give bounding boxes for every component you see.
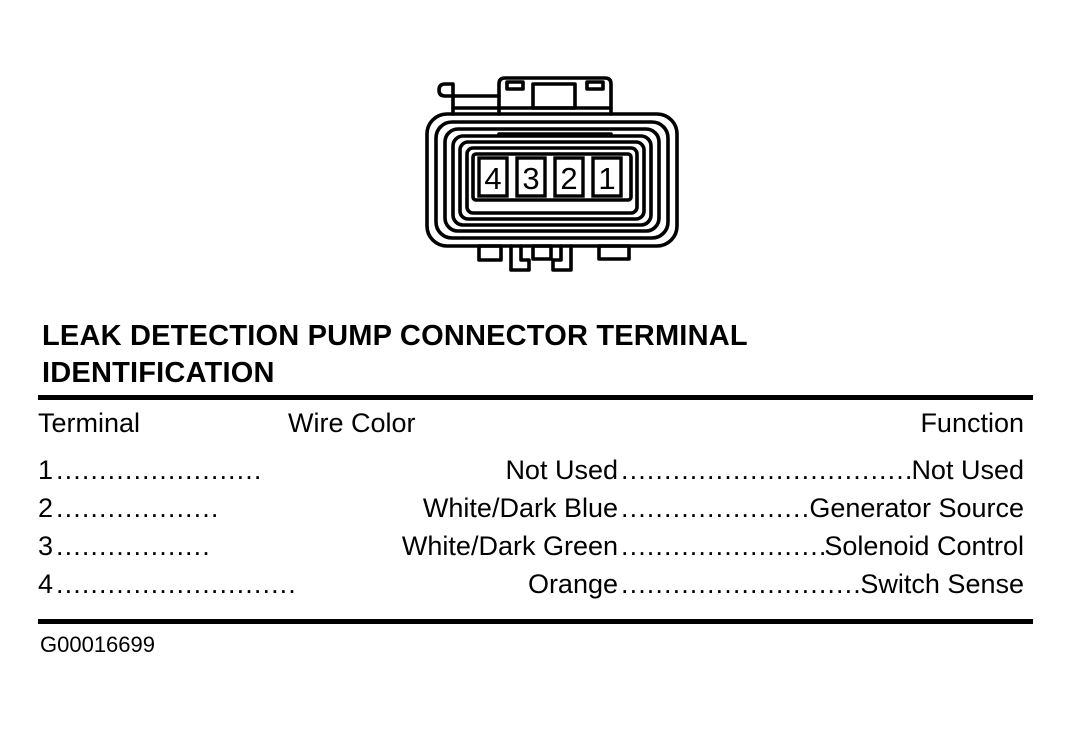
- connector-bottom-tab-3: [531, 244, 553, 261]
- cell-terminal-number: 4: [38, 569, 54, 599]
- connector-cavity-frame: [465, 146, 639, 215]
- page-title: LEAK DETECTION PUMP CONNECTOR TERMINAL I…: [42, 318, 1032, 392]
- page-title-line-1: LEAK DETECTION PUMP CONNECTOR TERMINAL: [42, 320, 748, 352]
- dot-leader: ........................................…: [621, 455, 911, 485]
- terminal-cavity-label-3: 3: [522, 161, 539, 196]
- connector-drawing: 4 3 2 1: [425, 76, 679, 272]
- terminal-cavity-label-4: 4: [484, 161, 501, 196]
- table-header: Terminal Wire Color Function: [38, 408, 1024, 455]
- terminal-cavity-group: 4 3 2 1: [477, 156, 623, 198]
- connector-illustration: 4 3 2 1: [415, 72, 695, 272]
- row-function-cell: ................................... Swit…: [618, 569, 1024, 607]
- row-terminal-wire-cell: 2 ................... White/Dark Blue: [38, 493, 618, 531]
- connector-shell-rib-1: [434, 120, 670, 240]
- cell-wire-color: Not Used: [505, 455, 618, 485]
- cell-terminal-number: 1: [38, 455, 54, 485]
- row-function-cell: ......................... Generator Sour…: [618, 493, 1024, 531]
- cell-function: Solenoid Control: [824, 531, 1024, 561]
- connector-latch-notch-right: [585, 80, 605, 91]
- terminal-cavity-label-1: 1: [598, 161, 615, 196]
- column-header-wire-color: Wire Color: [288, 408, 416, 438]
- connector-latch-tower: [497, 76, 613, 116]
- dot-leader: ........................: [56, 455, 263, 485]
- dot-leader: ...................................: [621, 569, 861, 599]
- cell-terminal-number: 3: [38, 531, 54, 561]
- cell-wire-color: Orange: [527, 569, 618, 599]
- connector-shell-rib-3: [451, 134, 653, 227]
- table-row: 4 ............................ Orange ..…: [38, 569, 1024, 607]
- column-header-terminal: Terminal: [38, 408, 141, 438]
- table-body: 1 ........................ Not Used ....…: [38, 455, 1024, 607]
- table-row: 2 ................... White/Dark Blue ..…: [38, 493, 1024, 531]
- terminal-cavity-3: [515, 156, 547, 198]
- connector-bottom-tab-2: [509, 244, 531, 272]
- connector-wing-hook: [437, 82, 455, 98]
- connector-latch-notch-left: [505, 80, 525, 91]
- cell-function: Not Used: [911, 455, 1024, 485]
- cell-function: Switch Sense: [860, 569, 1024, 599]
- dot-leader: ..................: [56, 531, 211, 561]
- row-function-cell: ........................................…: [618, 455, 1024, 493]
- connector-bottom-tab-4: [551, 244, 573, 272]
- connector-cavity-inner: [471, 152, 633, 202]
- cell-wire-color: White/Dark Blue: [422, 493, 618, 523]
- cell-function: Generator Source: [809, 493, 1024, 523]
- row-terminal-wire-cell: 1 ........................ Not Used: [38, 455, 618, 493]
- terminal-identification-table: Terminal Wire Color Function 1 .........…: [38, 408, 1024, 607]
- dot-leader: ............................: [56, 569, 297, 599]
- connector-shell-rib-4: [458, 140, 646, 221]
- dot-leader: .........................: [621, 531, 825, 561]
- row-function-cell: ......................... Solenoid Contr…: [618, 531, 1024, 569]
- connector-shell-rib-2: [443, 127, 661, 233]
- terminal-cavity-label-2: 2: [560, 161, 577, 196]
- connector-side-wing: [451, 94, 501, 116]
- terminal-cavity-2: [553, 156, 585, 198]
- dot-leader: .........................: [621, 493, 810, 523]
- cell-terminal-number: 2: [38, 493, 54, 523]
- terminal-cavity-4: [477, 156, 509, 198]
- connector-latch-window: [531, 82, 577, 110]
- row-terminal-wire-cell: 4 ............................ Orange: [38, 569, 618, 607]
- dot-leader: ...................: [56, 493, 220, 523]
- table-header-row: Terminal Wire Color Function: [38, 408, 1024, 455]
- connector-bottom-tab-1: [477, 244, 503, 262]
- table-rule-top: [38, 395, 1033, 400]
- table-rule-bottom: [38, 619, 1033, 624]
- figure-id-label: G00016699: [40, 632, 155, 657]
- row-terminal-wire-cell: 3 .................. White/Dark Green: [38, 531, 618, 569]
- cell-wire-color: White/Dark Green: [401, 531, 618, 561]
- table-row: 3 .................. White/Dark Green ..…: [38, 531, 1024, 569]
- connector-bottom-tab-5: [597, 244, 631, 261]
- table-row: 1 ........................ Not Used ....…: [38, 455, 1024, 493]
- page-title-line-2: IDENTIFICATION: [42, 357, 275, 389]
- column-header-function: Function: [920, 408, 1024, 438]
- terminal-cavity-1: [591, 156, 623, 198]
